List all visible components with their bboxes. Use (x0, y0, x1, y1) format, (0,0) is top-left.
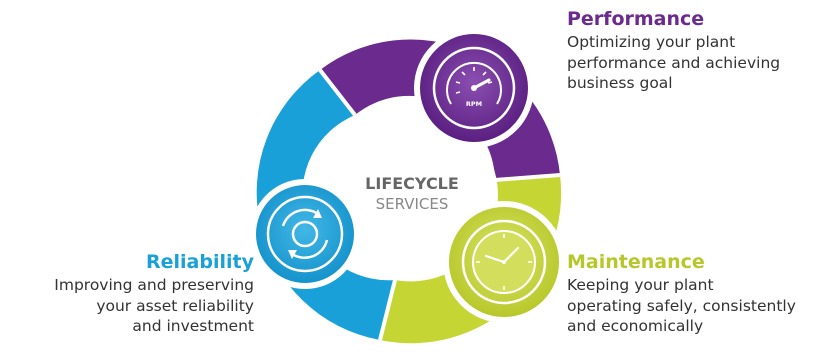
maintenance-description-line: and economically (567, 317, 704, 335)
rpm-label: RPM (466, 100, 482, 108)
performance-description: Optimizing your plant performance and ac… (567, 32, 835, 94)
maintenance-text-block: Maintenance Keeping your plant operating… (567, 251, 835, 337)
performance-description-line: Optimizing your plant (567, 33, 736, 51)
maintenance-description: Keeping your plant operating safely, con… (567, 275, 835, 337)
center-subtitle: SERVICES (376, 195, 449, 213)
reliability-node[interactable] (250, 179, 360, 289)
performance-description-line: performance and achieving (567, 53, 781, 72)
speedometer-icon: RPM (446, 61, 502, 108)
maintenance-description-line: Keeping your plant (567, 276, 714, 294)
reliability-description-line: and investment (132, 317, 254, 335)
reliability-description: Improving and preserving your asset reli… (2, 275, 254, 337)
reliability-description-line: Improving and preserving (54, 276, 254, 294)
reliability-title: Reliability (146, 251, 254, 273)
reliability-description-line: your asset reliability (96, 296, 254, 315)
center-title: LIFECYCLE (365, 174, 459, 193)
maintenance-description-line: operating safely, consistently (567, 296, 796, 315)
reliability-text-block: Reliability Improving and preserving you… (2, 251, 254, 337)
clock-icon (472, 230, 536, 294)
maintenance-title: Maintenance (567, 251, 705, 273)
performance-node[interactable]: RPM (414, 28, 534, 148)
performance-description-line: business goal (567, 74, 673, 92)
performance-title: Performance (567, 8, 705, 30)
maintenance-node[interactable] (443, 201, 565, 323)
performance-text-block: Performance Optimizing your plant perfor… (567, 8, 835, 94)
cycle-arrows-icon (281, 208, 329, 259)
